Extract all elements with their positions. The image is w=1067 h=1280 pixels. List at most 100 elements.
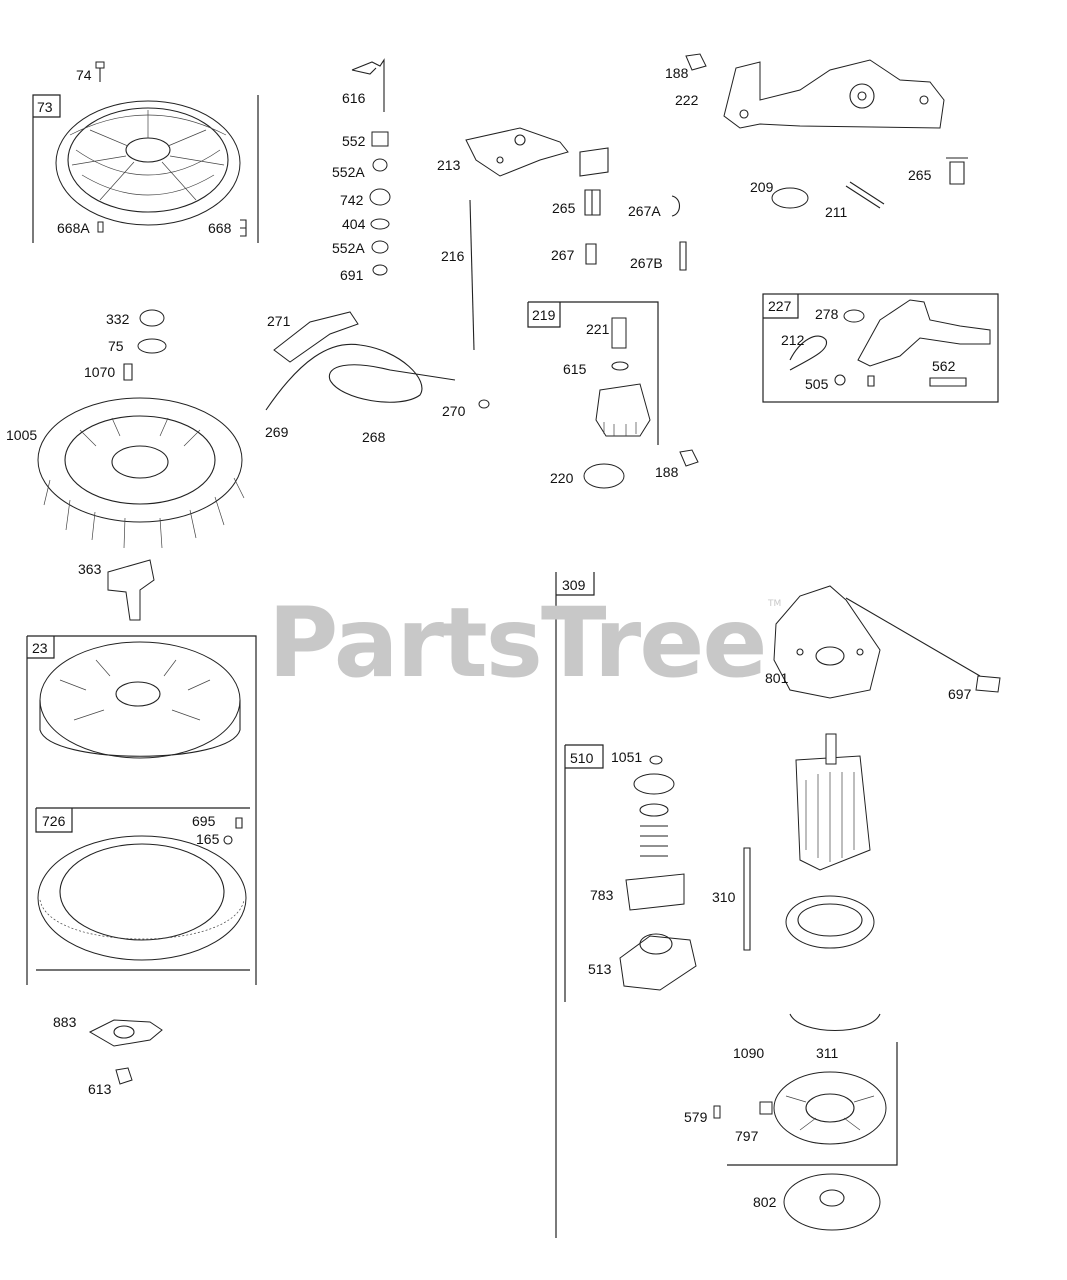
part-label-220: 220 — [550, 470, 574, 486]
governor-stack-drawing — [351, 58, 391, 276]
nut-332-drawing — [139, 309, 165, 327]
part-label-510: 510 — [570, 750, 594, 766]
watermark-trademark: TM — [767, 599, 781, 609]
part-label-270: 270 — [442, 403, 466, 419]
ring-gear-726-drawing — [37, 835, 247, 961]
part-label-278: 278 — [815, 306, 839, 322]
screw-695-drawing — [235, 817, 243, 829]
part-label-1090: 1090 — [733, 1045, 764, 1061]
control-bracket-drawing — [723, 59, 945, 129]
part-label-552A-second: 552A — [332, 240, 365, 256]
brush-797-drawing — [759, 1101, 773, 1115]
brush-holder-311-drawing — [773, 1071, 887, 1145]
part-label-268: 268 — [362, 429, 386, 445]
seal-arc-drawing — [789, 1013, 881, 1031]
flywheel-1005-drawing — [37, 397, 245, 549]
washer-75-drawing — [137, 338, 167, 354]
end-cap-802-hub — [819, 1189, 845, 1207]
part-label-697: 697 — [948, 686, 972, 702]
part-label-311: 311 — [816, 1045, 839, 1061]
part-label-552: 552 — [342, 133, 366, 149]
part-label-691: 691 — [340, 267, 364, 283]
part-label-613: 613 — [88, 1081, 112, 1097]
part-label-1005: 1005 — [6, 427, 37, 443]
part-label-579: 579 — [684, 1109, 708, 1125]
spring-265-drawing — [584, 189, 601, 216]
clip-270-drawing — [478, 399, 490, 409]
gasket-883-hole — [113, 1025, 135, 1039]
part-label-742: 742 — [340, 192, 364, 208]
part-label-75: 75 — [108, 338, 124, 354]
rotating-screen-drawing — [55, 100, 241, 226]
part-label-404: 404 — [342, 216, 366, 232]
part-label-332: 332 — [106, 311, 130, 327]
part-label-213: 213 — [437, 157, 461, 173]
part-label-363: 363 — [78, 561, 102, 577]
o-ring-housing-drawing — [785, 895, 875, 949]
part-label-1070: 1070 — [84, 364, 115, 380]
armature-drawing — [795, 733, 871, 871]
part-drawings — [37, 53, 1001, 1231]
throttle-lever-227-drawing — [789, 299, 991, 387]
screw-74-drawing — [95, 61, 105, 82]
brush-579-drawing — [713, 1105, 721, 1119]
clip-668A-drawing — [97, 221, 104, 233]
part-label-265-second: 265 — [908, 167, 932, 183]
thru-bolt-310-drawing — [743, 847, 751, 951]
part-label-221: 221 — [586, 321, 610, 337]
drive-kit-510-drawing — [619, 755, 697, 991]
gasket-883-drawing — [88, 1019, 163, 1047]
part-label-668: 668 — [208, 220, 232, 236]
end-cap-801-drawing — [773, 585, 881, 699]
spring-211-drawing — [845, 181, 885, 209]
part-label-695: 695 — [192, 813, 216, 829]
screw-188-drawing — [685, 53, 707, 71]
part-label-188: 188 — [665, 65, 689, 81]
ignition-bracket-363-drawing — [107, 559, 155, 621]
knob-209-drawing — [771, 187, 809, 209]
thru-bolt-697-head — [975, 675, 1001, 693]
part-labels: 74 73 668A 668 616 552 552A 742 404 552A… — [6, 65, 972, 1210]
spring-267A-drawing — [671, 195, 681, 217]
governor-gear-drawing — [595, 317, 651, 437]
part-label-212: 212 — [781, 332, 805, 348]
lever-271-drawing — [273, 311, 359, 363]
part-label-267A: 267A — [628, 203, 661, 219]
o-ring-housing-inner — [797, 903, 863, 937]
part-label-267: 267 — [551, 247, 575, 263]
part-label-23: 23 — [32, 640, 48, 656]
part-label-219: 219 — [532, 307, 556, 323]
part-label-616: 616 — [342, 90, 366, 106]
part-label-562: 562 — [932, 358, 956, 374]
part-label-227: 227 — [768, 298, 792, 314]
part-label-1051: 1051 — [611, 749, 642, 765]
thru-bolt-697-drawing — [845, 597, 981, 677]
screw-188b-drawing — [679, 449, 699, 467]
part-label-726: 726 — [42, 813, 66, 829]
part-label-309: 309 — [562, 577, 586, 593]
part-label-310: 310 — [712, 889, 736, 905]
group-boxes — [26, 94, 999, 1238]
screw-267-drawing — [585, 243, 597, 265]
part-label-552A: 552A — [332, 164, 365, 180]
part-label-802: 802 — [753, 1194, 777, 1210]
part-label-222: 222 — [675, 92, 699, 108]
key-1070-drawing — [123, 363, 133, 381]
part-label-73: 73 — [37, 99, 53, 115]
part-label-783: 783 — [590, 887, 614, 903]
alternator-23-drawing — [39, 641, 241, 759]
part-label-801: 801 — [765, 670, 789, 686]
part-label-883: 883 — [53, 1014, 77, 1030]
part-label-74: 74 — [76, 67, 92, 83]
end-cap-802-drawing — [783, 1173, 881, 1231]
part-label-265: 265 — [552, 200, 576, 216]
watermark-text: PartsTree — [268, 587, 765, 699]
part-label-668A: 668A — [57, 220, 90, 236]
screw-267B-drawing — [679, 241, 687, 271]
part-label-271: 271 — [267, 313, 291, 329]
part-label-269: 269 — [265, 424, 289, 440]
clip-668-drawing — [240, 219, 247, 237]
part-label-513: 513 — [588, 961, 612, 977]
cable-268-drawing — [265, 343, 456, 411]
